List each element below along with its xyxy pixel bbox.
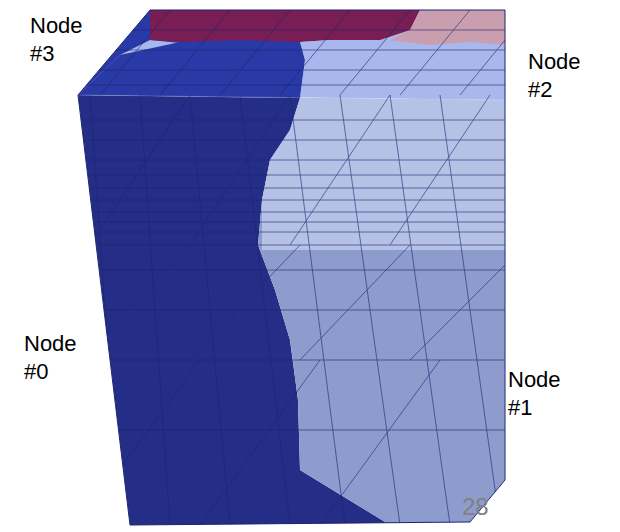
node-label: Node #2 [528, 48, 586, 103]
node-label: Node #1 [508, 366, 566, 421]
node-label: Node #3 [30, 12, 88, 67]
mesh-domains [78, 10, 505, 525]
page-number: 28 [462, 492, 522, 522]
node-label: Node #0 [24, 330, 82, 385]
